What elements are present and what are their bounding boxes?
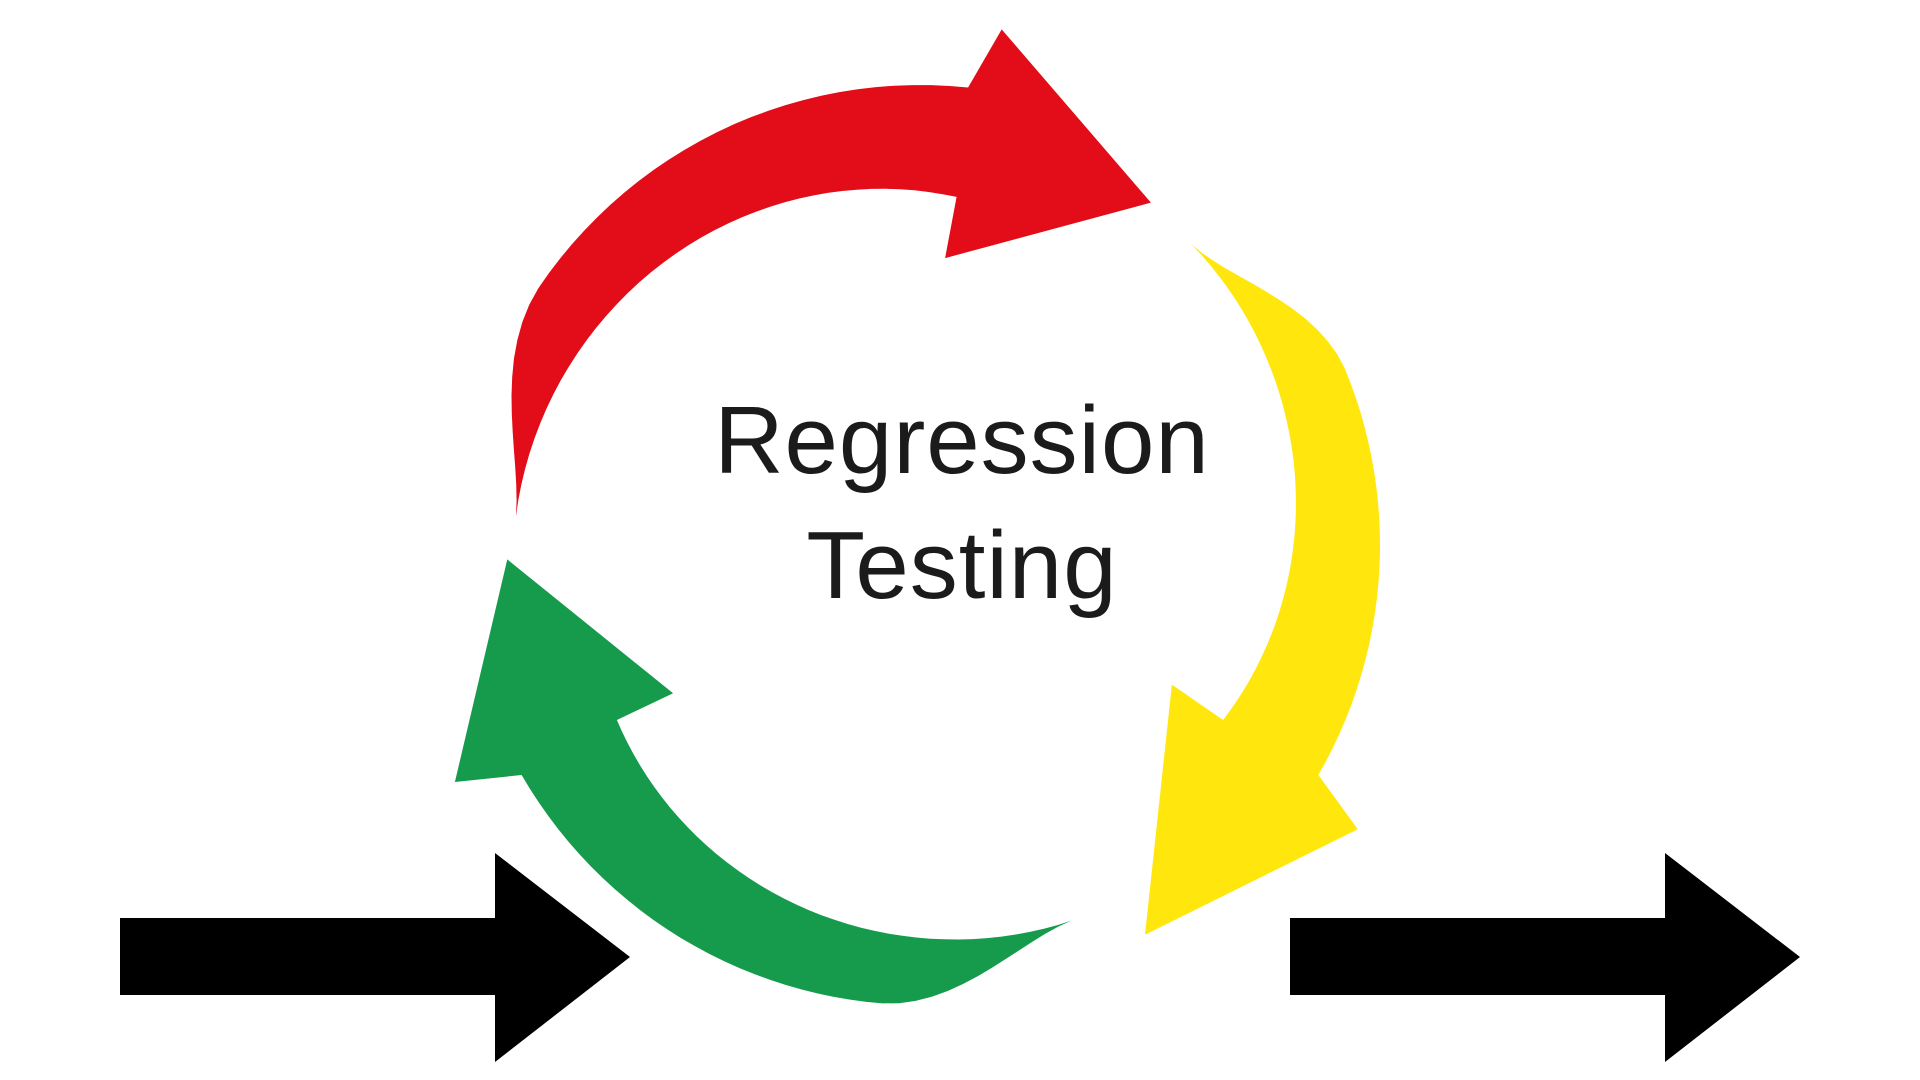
yellow-cycle-arrow bbox=[1145, 244, 1380, 935]
red-cycle-arrow bbox=[511, 29, 1151, 517]
green-cycle-arrow bbox=[454, 559, 1072, 1004]
input-arrow bbox=[120, 853, 630, 1062]
cycle-title-line-2: Testing bbox=[806, 512, 1117, 619]
cycle-title: Regression Testing bbox=[714, 387, 1210, 619]
cycle-title-line-1: Regression bbox=[714, 387, 1210, 494]
output-arrow bbox=[1290, 853, 1800, 1062]
